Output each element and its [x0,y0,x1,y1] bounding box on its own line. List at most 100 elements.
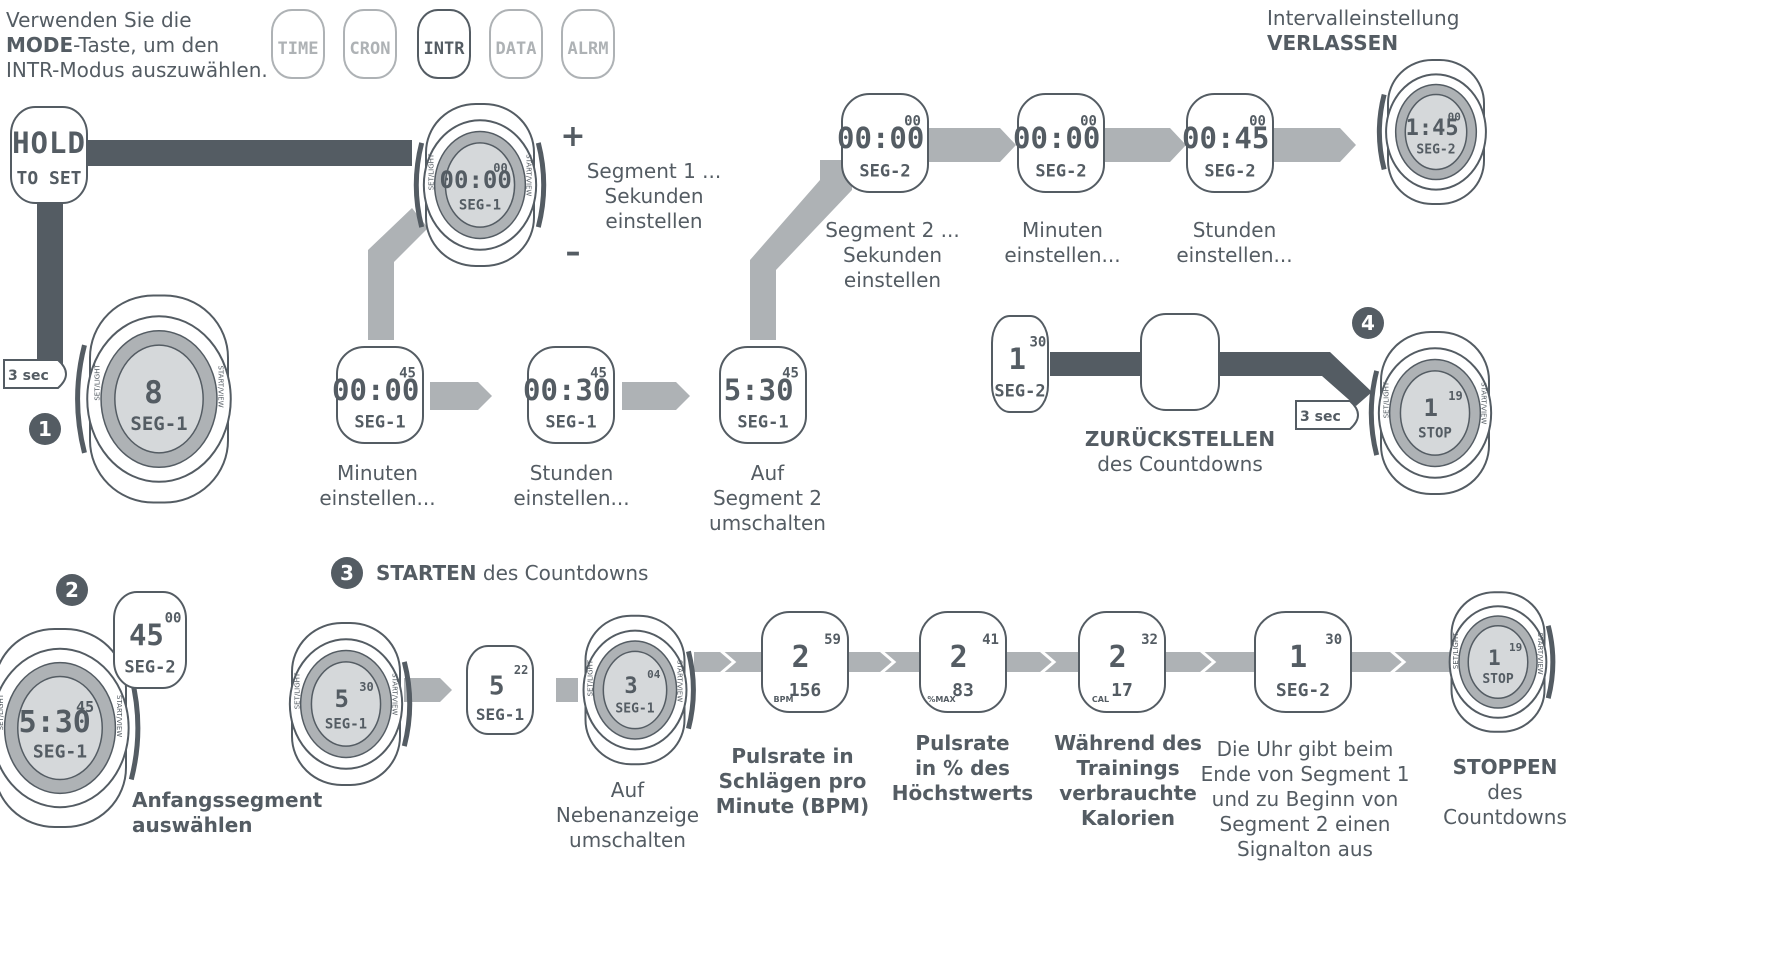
plus-icon: + [560,119,585,154]
mode-icon-data: DATA [489,9,543,79]
beep-line2: Ende von Segment 1 [1200,762,1410,786]
watch-start-lcd [310,661,382,747]
watch-step2-button-right [128,675,141,781]
watch-exit-button-left [1376,93,1387,171]
seg2-minutes-line1: Minuten [1022,218,1103,242]
initial-segment-line2: auswählen [132,813,253,837]
bpm-pod-frame [761,611,849,713]
sub-display-caption: Auf Nebenanzeige umschalten [555,778,700,853]
bpm-caption-line2: Schlägen pro [718,769,867,793]
hold-to-set-pod-main: HOLD [12,126,86,160]
arrow-band-2 [622,382,690,410]
gray-band-return [368,208,428,340]
sub-display-line1: Auf [610,778,645,802]
percent-max-pod-sup: 41 [982,632,999,648]
watch-start-label-setlight: SET/LIGHT [294,672,302,709]
bpm-caption-line3: Minute (BPM) [715,794,870,818]
seg2-minutes-pod-sup: 00 [1080,113,1097,129]
start-caption: STARTEN des Countdowns [376,561,696,586]
watch-start-sup: 30 [359,680,373,694]
percent-max-line1: Pulsrate [915,731,1010,755]
calories-line1: Während des [1054,731,1202,755]
step-3-badge-circle [331,557,363,589]
calories-pod-sup: 32 [1141,632,1158,648]
seg1-switch-pod-sup: 45 [782,366,799,382]
seg2-hours-pod-main: 00:45 [1182,121,1269,155]
band-connector-7 [556,678,578,702]
watch-stop-sup: 19 [1509,641,1522,654]
watch-step1-main: 8 [144,375,163,411]
watch-start-button-right [401,661,413,747]
watch-step1-sub: SEG-1 [130,413,187,435]
bpm-caption: Pulsrate in Schlägen pro Minute (BPM) [715,744,870,819]
dark-band-reset [1050,352,1372,406]
watch-step1-label-setlight: SET/LIGHT [94,364,102,401]
mode-icon-frame [343,9,397,79]
watch-reset-label-setlight: SET/LIGHT [1383,381,1391,418]
initial-segment-line1: Anfangssegment [132,788,323,812]
exit-line1: Intervalleinstellung [1267,6,1460,30]
switch-seg2-line2: Segment 2 [712,486,823,510]
seg2-seconds-pod-sup: 00 [904,113,921,129]
switch-seg2-caption: Auf Segment 2 umschalten [700,461,835,536]
minus-icon: – [566,235,581,270]
segment1-caption-line1: Segment 1 ... [586,159,722,183]
intro-text: Verwenden Sie die MODE-Taste, um den INT… [6,8,276,83]
seg1-minutes-line2: einstellen... [319,486,436,510]
calories-pod-frame [1078,611,1166,713]
seg2-minutes-caption: Minuten einstellen... [990,218,1135,268]
seg1-hours-line1: Stunden [529,461,614,485]
watch-subdisplay-label-startview: START/VIEW [676,660,684,702]
stop-caption-line1: STOPPEN [1452,755,1558,779]
watch-start-main: 5 [334,685,348,713]
watch-segment1-set-button-right [535,142,547,228]
beep-pod-frame [1254,611,1352,713]
percent-max-pod-sub: 83 [952,680,974,701]
countdown-pod-frame [466,645,534,735]
reset-seg2-pod-main: 1 [1008,342,1025,376]
reset-seg2-pod-sub: SEG-2 [994,382,1045,402]
seg2-seconds-pod-frame [841,93,929,193]
mode-icon-intr: INTR [417,9,471,79]
stop-caption: STOPPEN des Countdowns [1430,755,1580,830]
seg1-hours-pod-sup: 45 [590,366,607,382]
step-2-badge-number: 2 [65,578,79,602]
watch-step2-label-startview: START/VIEW [115,695,123,737]
mode-icon-label: TIME [278,39,319,59]
step-2-badge-circle [56,574,88,606]
seg2-minutes-pod-main: 00:00 [1013,121,1100,155]
watch-stop-main: 1 [1488,646,1501,670]
watch-step2-label-setlight: SET/LIGHT [0,693,5,730]
mode-icon-alrm: ALRM [561,9,615,79]
seg1-hours-pod-sub: SEG-1 [545,413,596,433]
seg2-hours-line2: einstellen... [1176,243,1293,267]
seg1-minutes-line1: Minuten [337,461,418,485]
segment1-caption-line3: einstellen [605,209,703,233]
watch-segment1-set-main: 00:00 [440,166,512,194]
seg1-minutes-pod-frame [336,346,424,444]
chevron-1 [879,648,897,676]
calories-line3: verbrauchte [1059,781,1197,805]
watch-stop-label-startview: START/VIEW [1536,633,1544,675]
calories-pod-main: 2 [1109,640,1127,675]
sub-display-line3: umschalten [569,828,686,852]
watch-subdisplay-sub: SEG-1 [615,701,654,716]
watch-step2-lcd [17,675,103,781]
watch-reset-sup: 19 [1448,389,1462,403]
percent-max-caption: Pulsrate in % des Höchstwerts [885,731,1040,806]
watch-subdisplay-lcd [602,650,668,730]
segment2-caption-line3: einstellen [843,268,942,292]
hold-reset-pod-frame [1140,313,1220,411]
countdown-pod-main: 5 [489,671,505,701]
